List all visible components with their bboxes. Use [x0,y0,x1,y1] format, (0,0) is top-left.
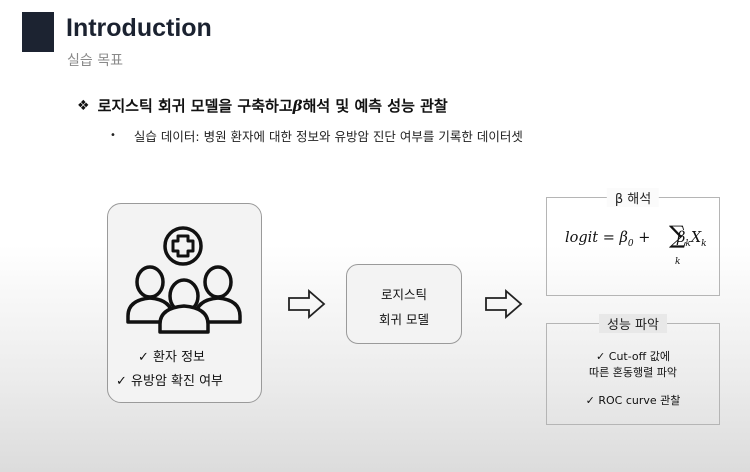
perf-box-label: 성능 파악 [599,314,667,333]
page-title: Introduction [66,14,212,42]
beta-interpretation-box: β 해석 logit = β0 + βkXk ∑ k [546,188,720,296]
check-cancer-diagnosis: ✓ 유방암 확진 여부 [116,374,224,389]
formula-left: logit = β [565,230,628,246]
main-bullet-text-before: 로지스틱 회귀 모델을 구축하고 [97,97,293,115]
main-bullet-beta: β [292,96,303,115]
model-label-line-1: 로지스틱 [380,287,427,302]
patients-group-icon [126,226,242,334]
check-patient-info: ✓ 환자 정보 [138,350,205,365]
formula-plus: + [633,230,655,246]
sub-bullet: • 실습 데이터: 병원 환자에 대한 정보와 유방암 진단 여부를 기록한 데… [110,126,523,145]
summation-index: k [675,257,681,267]
perf-roc-line: ✓ ROC curve 관찰 [585,394,681,407]
formula-term: β [676,230,686,246]
right-arrow-icon [485,289,523,319]
main-bullet-text-after: 해석 및 예측 성능 관찰 [302,97,448,115]
formula-var: X [690,230,702,246]
formula-var-sub: k [701,238,707,249]
diamond-bullet-icon: ❖ [77,97,90,114]
medical-cross-icon [163,226,203,266]
main-bullet: ❖ 로지스틱 회귀 모델을 구축하고 β 해석 및 예측 성능 관찰 [77,95,448,116]
formula-term-sub: k [685,238,691,249]
right-arrow-icon [288,289,326,319]
logit-formula: logit = β0 + βkXk ∑ k [565,221,707,267]
sub-bullet-text: 실습 데이터: 병원 환자에 대한 정보와 유방암 진단 여부를 기록한 데이터… [133,129,523,144]
formula-sub0: 0 [627,238,634,249]
patient-info-card: ✓ 환자 정보 ✓ 유방암 확진 여부 [107,203,262,403]
page-subtitle: 실습 목표 [67,53,123,69]
perf-confusion-line: 따른 혼동행렬 파악 [589,366,677,379]
beta-box-label: β 해석 [606,188,660,207]
logistic-regression-model-card: 로지스틱 회귀 모델 [346,264,462,344]
title-accent-block [22,12,54,52]
summation-symbol: ∑ [669,221,687,249]
dot-bullet-icon: • [110,130,116,141]
model-label-line-2: 회귀 모델 [379,312,429,327]
perf-cutoff-line: ✓ Cut-off 값에 [596,350,670,363]
performance-evaluation-box: 성능 파악 ✓ Cut-off 값에 따른 혼동행렬 파악 ✓ ROC curv… [546,314,720,425]
